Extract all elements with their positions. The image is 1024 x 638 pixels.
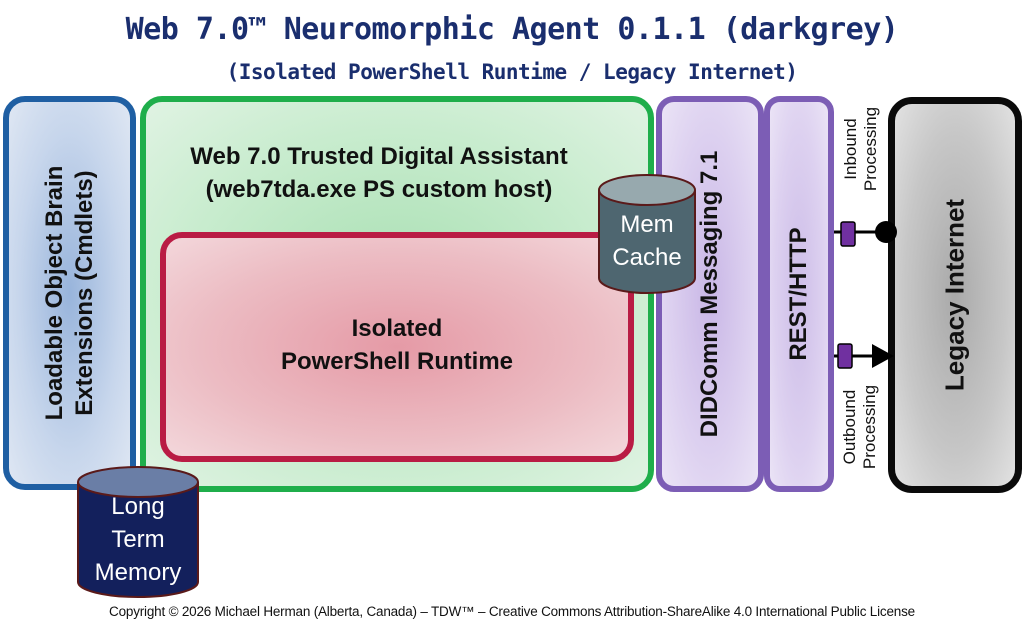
brain-extensions-line1: Loadable Object Brain [40, 165, 68, 421]
inbound-line1: Inbound [841, 118, 860, 180]
inbound-connector [834, 221, 897, 247]
long-term-memory-cylinder-icon [77, 466, 199, 598]
outbound-processing-label: Outbound Processing [840, 381, 880, 473]
runtime-line2: PowerShell Runtime [280, 348, 514, 375]
inbound-line2: Processing [861, 106, 880, 192]
mem-cache-cylinder-icon [598, 174, 696, 294]
rest-http-block: REST/HTTP [764, 96, 834, 492]
legacy-internet-label: Legacy Internet [939, 198, 970, 392]
mem-cache-line2: Cache [612, 244, 682, 271]
long-term-memory-store: Long Term Memory [76, 464, 200, 600]
ltm-line2: Term [111, 526, 165, 553]
outbound-line2: Processing [860, 384, 879, 470]
connectors [834, 221, 897, 369]
outbound-arrow-icon [872, 344, 894, 368]
tda-line1: Web 7.0 Trusted Digital Assistant [190, 143, 568, 170]
didcomm-block: DIDComm Messaging 7.1 [656, 96, 764, 492]
tda-line2: (web7tda.exe PS custom host) [205, 176, 553, 203]
runtime-line1: Isolated [351, 315, 443, 342]
ltm-line1: Long [111, 493, 165, 520]
runtime-block [160, 232, 634, 462]
inbound-processing-label: Inbound Processing [841, 106, 881, 192]
legacy-internet-block: Legacy Internet [888, 97, 1022, 493]
long-term-memory-label: Long Term Memory [76, 490, 200, 589]
mem-cache-label: Mem Cache [597, 208, 697, 274]
rest-http-label: REST/HTTP [785, 227, 812, 361]
outbound-line1: Outbound [840, 389, 859, 465]
inbound-endpoint-dot-icon [875, 221, 897, 243]
brain-extensions-line2: Extensions (Cmdlets) [70, 170, 98, 416]
diagram-subtitle: (Isolated PowerShell Runtime / Legacy In… [226, 60, 798, 84]
tda-label: Web 7.0 Trusted Digital Assistant (web7t… [140, 140, 618, 206]
mem-cache-line1: Mem [620, 211, 674, 238]
didcomm-label: DIDComm Messaging 7.1 [696, 150, 723, 438]
outbound-connector [834, 343, 894, 369]
ltm-line3: Memory [94, 559, 182, 586]
inbound-port-icon [840, 221, 856, 247]
brain-extensions-block: Loadable Object Brain Extensions (Cmdlet… [3, 96, 136, 490]
mem-cache-store: Mem Cache [597, 172, 697, 296]
brain-extensions-label: Loadable Object Brain Extensions (Cmdlet… [40, 166, 100, 421]
outbound-port-icon [837, 343, 853, 369]
diagram-title: Web 7.0™ Neuromorphic Agent 0.1.1 (darkg… [125, 12, 899, 47]
copyright-footer: Copyright © 2026 Michael Herman (Alberta… [109, 604, 915, 619]
runtime-label: Isolated PowerShell Runtime [160, 312, 634, 378]
